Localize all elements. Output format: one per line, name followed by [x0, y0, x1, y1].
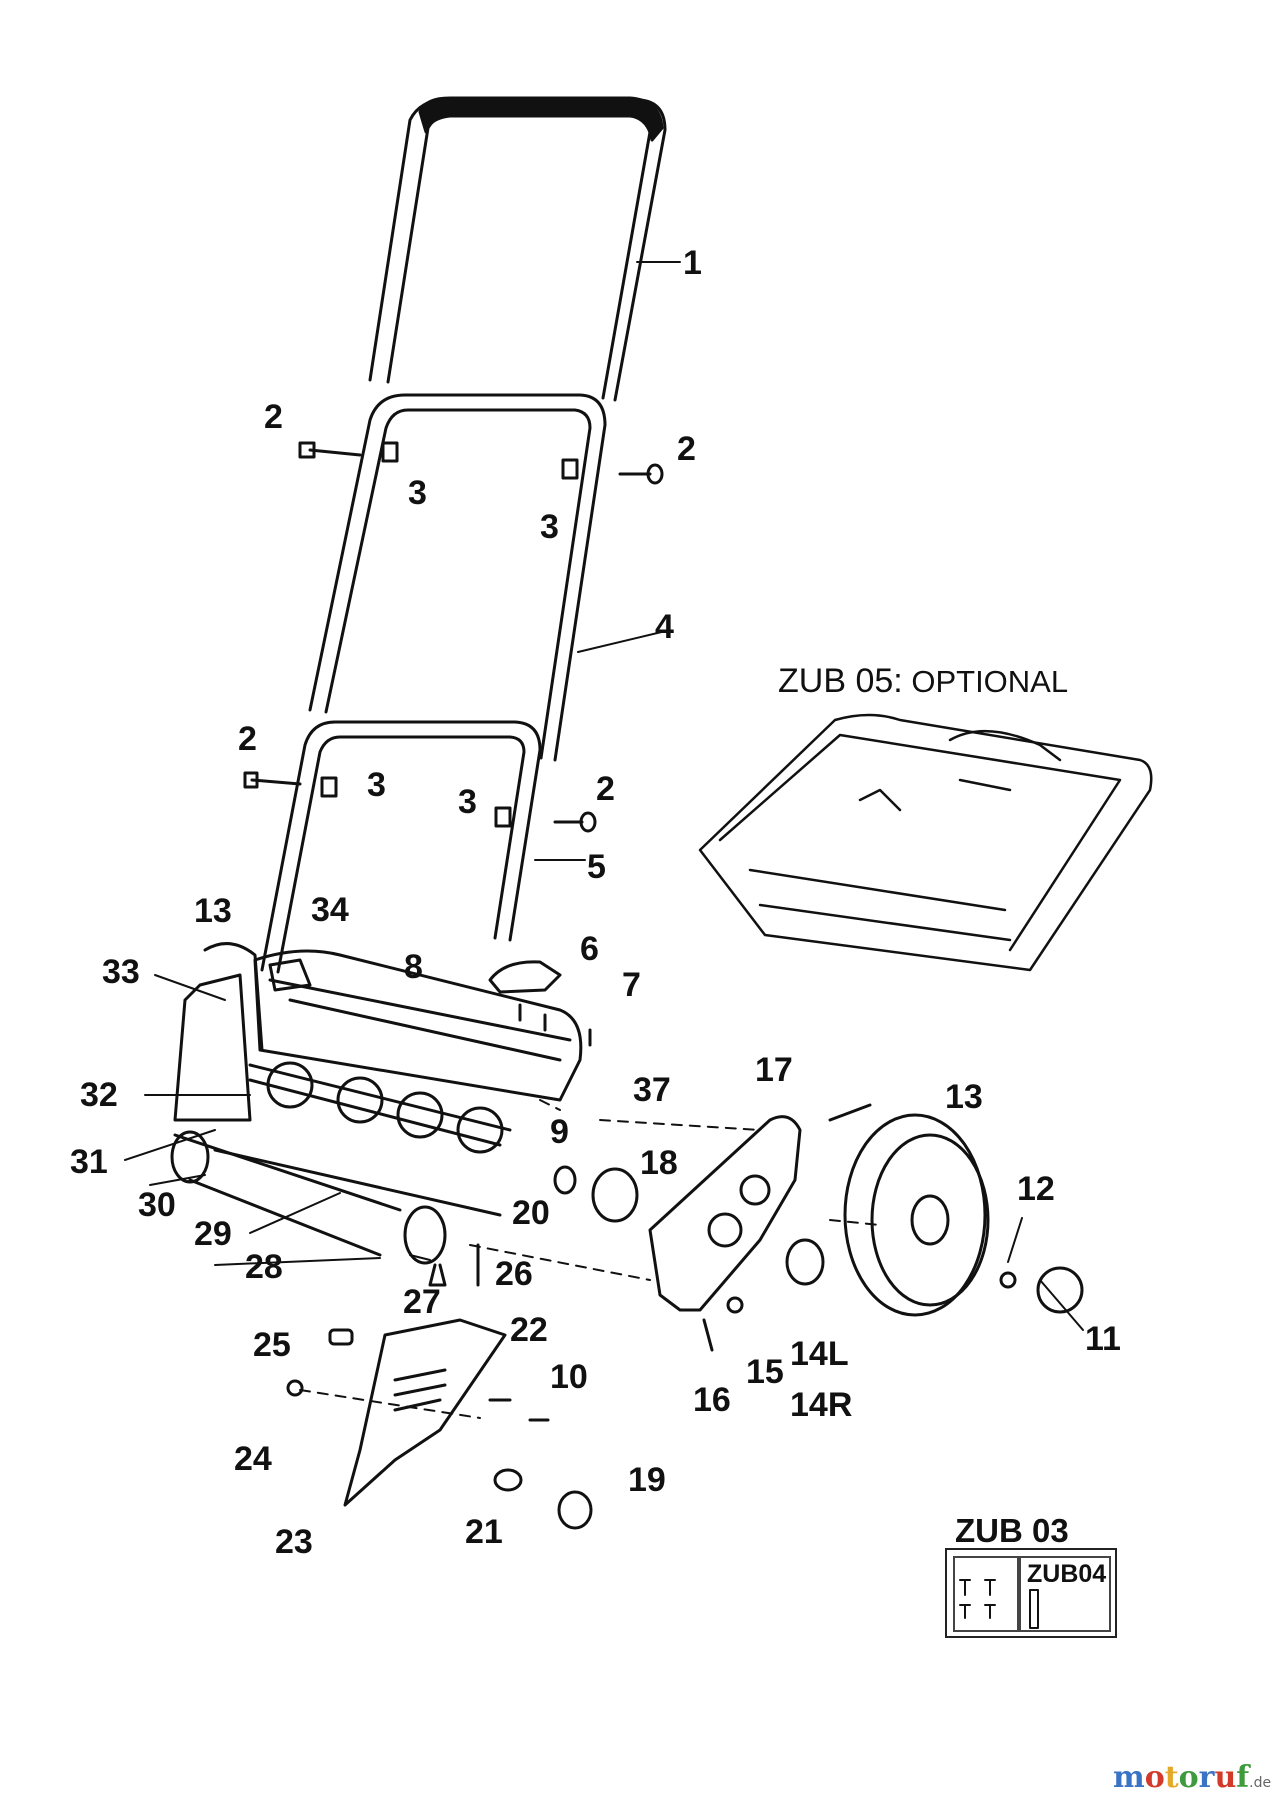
- callout-18: 18: [640, 1144, 678, 1182]
- callout-4: 4: [655, 608, 674, 646]
- callout-24: 24: [234, 1440, 272, 1478]
- brand-tld: .de: [1249, 1775, 1272, 1791]
- optional-text: OPTIONAL: [911, 664, 1069, 699]
- deck-housing: [173, 942, 583, 1122]
- callout-31: 31: [70, 1143, 108, 1181]
- callout-10: 10: [550, 1358, 588, 1396]
- right-wheel: [828, 1103, 990, 1317]
- zub-accessory-box: ZUB04: [945, 1548, 1117, 1638]
- callout-29: 29: [194, 1215, 232, 1253]
- callout-16: 16: [693, 1381, 731, 1419]
- callout-15: 15: [746, 1353, 784, 1391]
- callout-13: 13: [194, 892, 232, 930]
- zub04-label: ZUB04: [1027, 1560, 1107, 1588]
- callout-3: 3: [540, 508, 559, 546]
- callout-12: 12: [1017, 1170, 1055, 1208]
- callout-3: 3: [408, 474, 427, 512]
- callout-2: 2: [596, 770, 615, 808]
- zub04-panel: [1019, 1556, 1111, 1632]
- brand-logo: motoruf.de: [1113, 1760, 1272, 1795]
- lower-handle: [260, 720, 542, 974]
- zub03-label: ZUB 03: [955, 1512, 1069, 1549]
- small-parts: [428, 1165, 1084, 1352]
- zub03-icons: [959, 1579, 1039, 1629]
- callout-25: 25: [253, 1326, 291, 1364]
- callout-14l: 14L: [790, 1335, 849, 1373]
- callout-2: 2: [677, 430, 696, 468]
- callout-8: 8: [404, 948, 423, 986]
- callout-26: 26: [495, 1255, 533, 1293]
- callout-17: 17: [755, 1051, 793, 1089]
- callout-28: 28: [245, 1248, 283, 1286]
- callout-27: 27: [403, 1283, 441, 1321]
- callout-11: 11: [1085, 1320, 1121, 1358]
- middle-handle: [308, 393, 607, 762]
- adjuster-lever: [488, 960, 592, 1047]
- callout-33: 33: [102, 953, 140, 991]
- callout-30: 30: [138, 1186, 176, 1224]
- callout-19: 19: [628, 1461, 666, 1499]
- callout-7: 7: [622, 966, 641, 1004]
- callout-6: 6: [580, 930, 599, 968]
- reel-assembly: [170, 1061, 512, 1265]
- screws-and-clips: [243, 441, 664, 833]
- optional-accessory-title: ZUB 05: OPTIONAL: [778, 662, 1068, 701]
- callout-2: 2: [264, 398, 283, 436]
- grass-catcher: [698, 713, 1153, 972]
- callout-20: 20: [512, 1194, 550, 1232]
- callout-2: 2: [238, 720, 257, 758]
- dashed-connectors: [299, 1099, 881, 1419]
- callout-5: 5: [587, 848, 606, 886]
- optional-code: ZUB 05:: [778, 662, 903, 700]
- callout-23: 23: [275, 1523, 313, 1561]
- zub03-kit-panel: [953, 1556, 1019, 1632]
- callout-1: 1: [683, 244, 702, 282]
- callout-32: 32: [80, 1076, 118, 1114]
- side-plate: [648, 1115, 802, 1312]
- callout-21: 21: [465, 1513, 503, 1551]
- callout-34: 34: [311, 891, 349, 929]
- callout-3: 3: [367, 766, 386, 804]
- callout-9: 9: [550, 1113, 569, 1151]
- front-plate: [286, 1318, 593, 1530]
- callout-3: 3: [458, 783, 477, 821]
- callout-22: 22: [510, 1311, 548, 1349]
- callout-13: 13: [945, 1078, 983, 1116]
- callout-37: 37: [633, 1071, 671, 1109]
- leader-lines: [124, 261, 1084, 1331]
- callout-14r: 14R: [790, 1386, 853, 1424]
- upper-handle: [368, 96, 667, 402]
